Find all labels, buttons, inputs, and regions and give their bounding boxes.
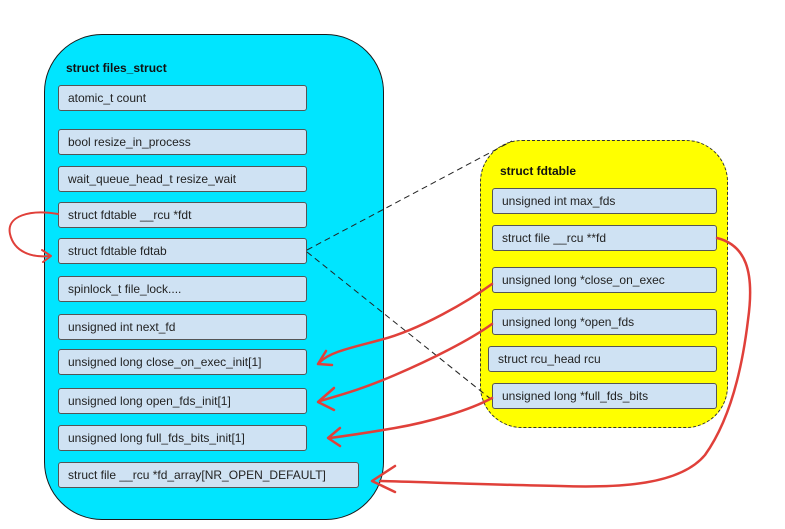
fdtable-field-full-fds-bits: unsigned long *full_fds_bits xyxy=(492,383,717,409)
field-open-fds-init: unsigned long open_fds_init[1] xyxy=(58,388,307,414)
field-fdt: struct fdtable __rcu *fdt xyxy=(58,202,307,228)
fdtable-title: struct fdtable xyxy=(500,164,577,178)
field-fd-array: struct file __rcu *fd_array[NR_OPEN_DEFA… xyxy=(58,462,359,488)
fdtable-field-max-fds: unsigned int max_fds xyxy=(492,188,717,214)
field-count: atomic_t count xyxy=(58,85,307,111)
field-resize-wait: wait_queue_head_t resize_wait xyxy=(58,166,307,192)
files-struct-title: struct files_struct xyxy=(66,61,167,75)
field-resize-in-process: bool resize_in_process xyxy=(58,129,307,155)
field-next-fd: unsigned int next_fd xyxy=(58,314,307,340)
field-full-fds-bits-init: unsigned long full_fds_bits_init[1] xyxy=(58,425,307,451)
fdtable-field-open-fds: unsigned long *open_fds xyxy=(492,309,717,335)
field-close-on-exec-init: unsigned long close_on_exec_init[1] xyxy=(58,349,307,375)
fdtable-field-fd: struct file __rcu **fd xyxy=(492,225,717,251)
fdtable-field-close-on-exec: unsigned long *close_on_exec xyxy=(492,267,717,293)
field-fdtab: struct fdtable fdtab xyxy=(58,238,307,264)
field-file-lock: spinlock_t file_lock.... xyxy=(58,276,307,302)
fdtable-field-rcu: struct rcu_head rcu xyxy=(488,346,717,372)
